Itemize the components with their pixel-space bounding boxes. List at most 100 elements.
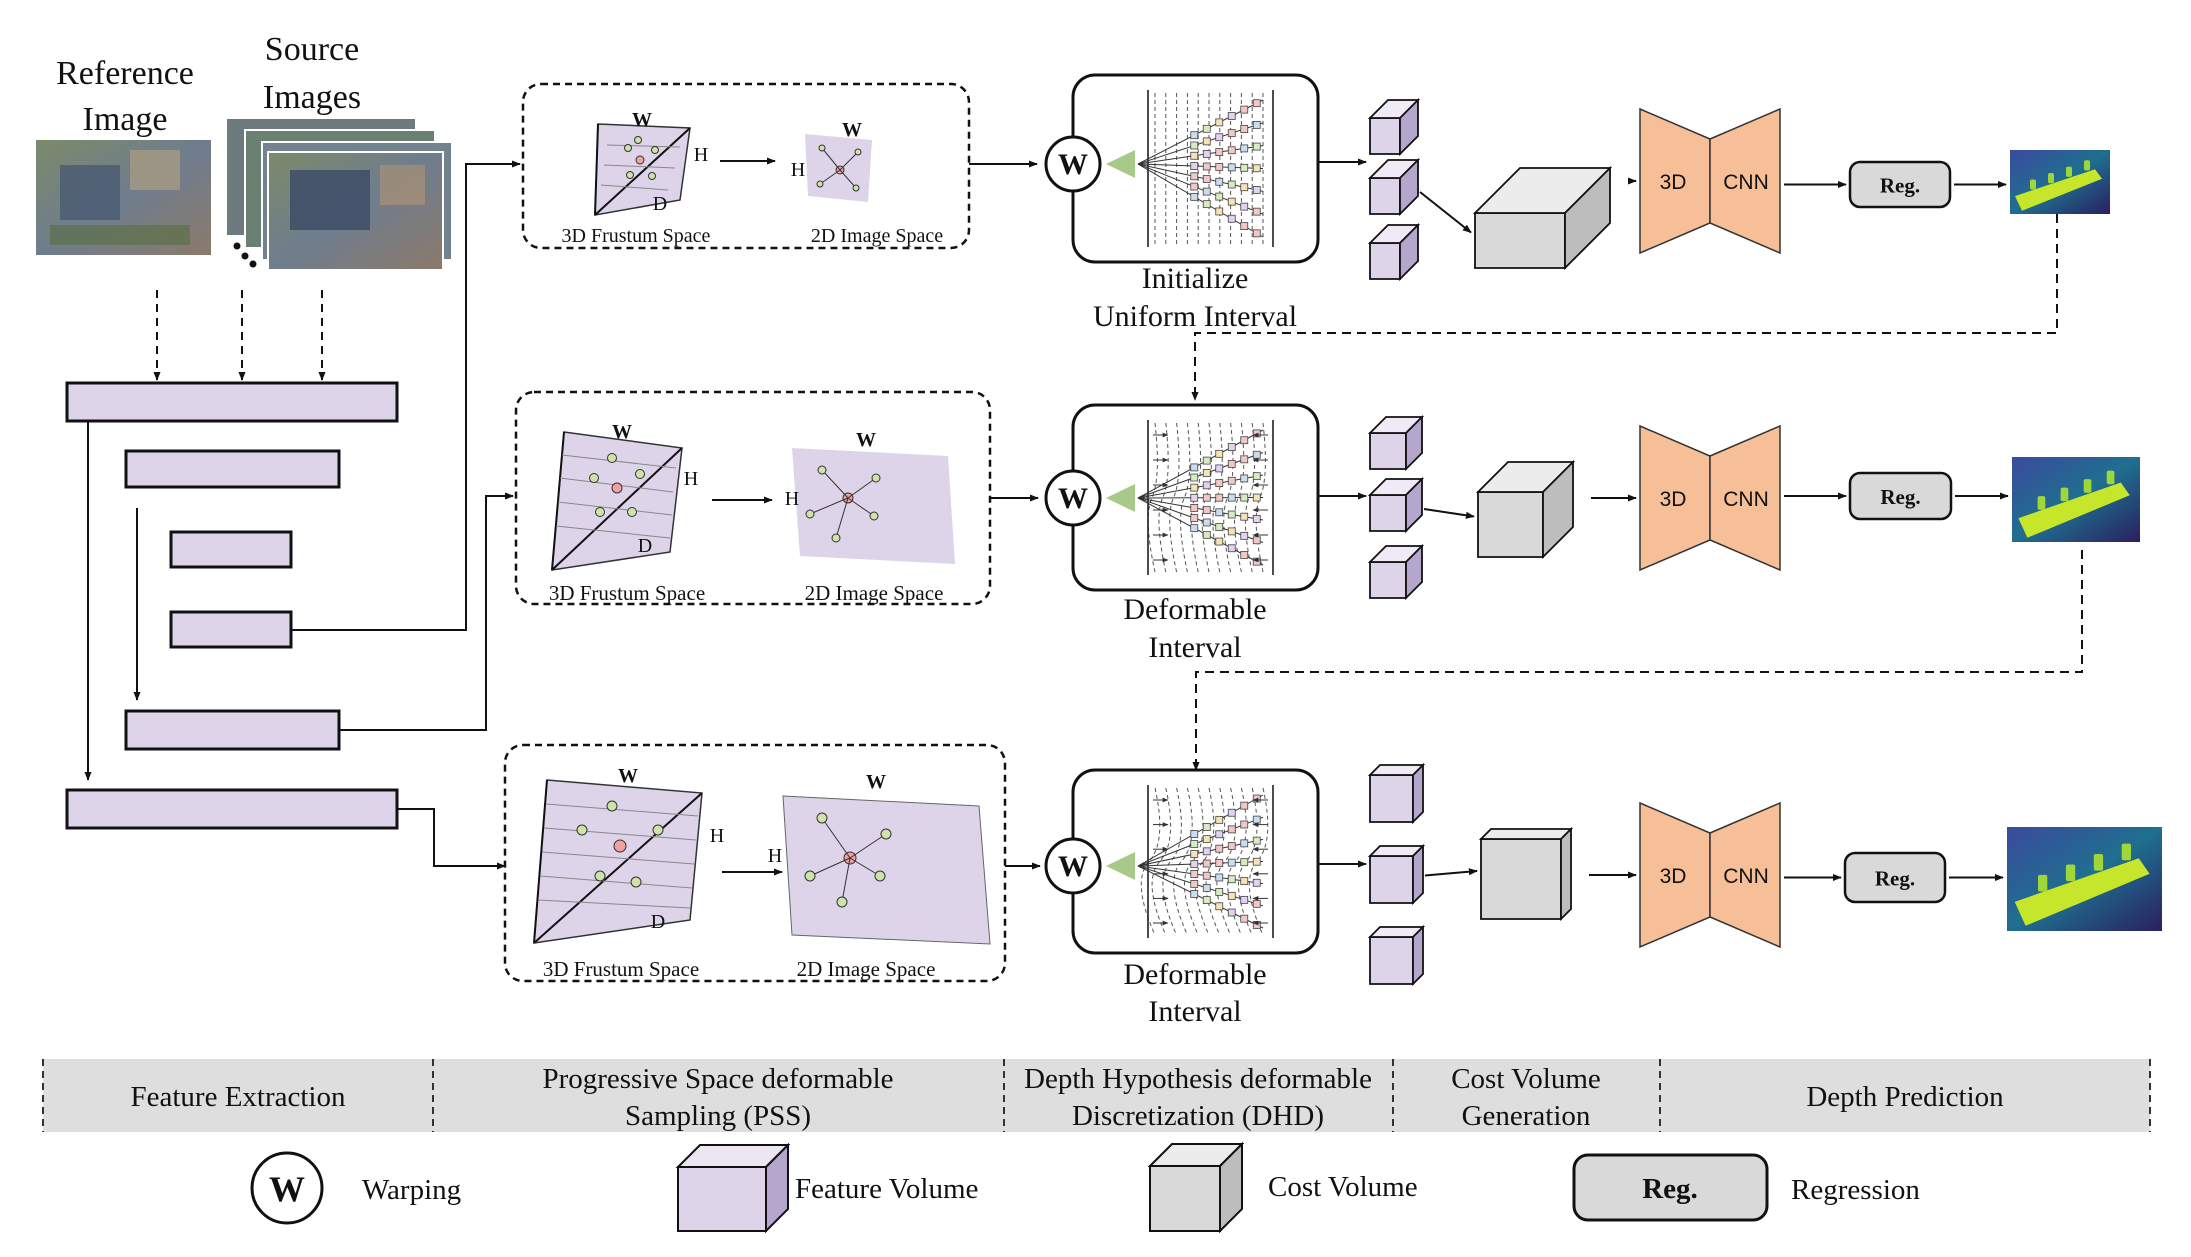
cost-volume xyxy=(1478,826,1574,922)
stage-depth-prediction: Depth Prediction xyxy=(1806,1081,2004,1113)
cnn-label-3d: 3D xyxy=(1660,171,1687,194)
source-label: Source xyxy=(265,31,359,68)
legend-cost-volume-label: Cost Volume xyxy=(1268,1171,1418,1203)
feature-volume xyxy=(1367,843,1426,906)
row-stage-1: W H D W H 3D Frustum Space 2D Image Spac… xyxy=(521,82,1038,250)
feature-volume xyxy=(1367,543,1425,601)
green-arrow xyxy=(1106,484,1135,512)
feature-volume xyxy=(1367,924,1426,987)
pss-box-1 xyxy=(521,82,971,250)
dhd-captions: Initialize Uniform Interval Deformable I… xyxy=(1093,262,1297,1028)
legend-feature-volume-icon xyxy=(675,1142,791,1234)
axis-w: W xyxy=(618,765,638,787)
frustum-space-label: 3D Frustum Space xyxy=(562,225,711,247)
pyramid-connections xyxy=(84,160,521,870)
green-arrow xyxy=(1106,150,1135,178)
3d-cnn: 3D CNN xyxy=(1639,424,1781,572)
depth-map xyxy=(2010,150,2110,214)
img-axis-h: H xyxy=(785,488,799,510)
cnn-label-3d: 3D xyxy=(1660,865,1687,888)
stage-band: Feature Extraction Progressive Space def… xyxy=(42,1059,2151,1132)
axis-w: W xyxy=(632,109,652,131)
axis-d: D xyxy=(653,193,667,215)
reg-box: Reg. xyxy=(1843,851,1947,904)
img-axis-w: W xyxy=(842,119,862,141)
stage-pss-1: Progressive Space deformable xyxy=(542,1063,893,1095)
stage-cost-volume-2: Generation xyxy=(1462,1100,1591,1132)
fpn-level-3 xyxy=(169,530,293,569)
dhd-box-3: W xyxy=(1044,768,1367,955)
fpn-level-5 xyxy=(124,709,341,751)
feature-volume xyxy=(1367,762,1426,825)
feature-volume xyxy=(1367,476,1425,534)
img-axis-w: W xyxy=(856,429,876,451)
image-space-1 xyxy=(805,134,872,202)
dhd-caption-2b: Interval xyxy=(1148,631,1241,664)
img-axis-h: H xyxy=(768,845,782,867)
image-space-2 xyxy=(792,448,955,564)
input-images: Reference Image Source Images xyxy=(36,31,453,381)
stage-feature-extraction: Feature Extraction xyxy=(131,1081,346,1113)
row-stage-3: W H D W H 3D Frustum Space 2D Image Spac… xyxy=(503,743,1041,983)
frustum-3 xyxy=(533,779,703,944)
image-space-3 xyxy=(782,795,991,945)
cnn-label-3d: 3D xyxy=(1660,488,1687,511)
frustum-2 xyxy=(551,431,683,571)
axis-h: H xyxy=(710,825,724,847)
image-space-label: 2D Image Space xyxy=(805,581,944,605)
legend-warp-icon: W xyxy=(250,1151,324,1225)
row-stage-2: W H D W H 3D Frustum Space 2D Image Spac… xyxy=(514,390,1039,606)
fpn-level-2 xyxy=(124,449,341,489)
fpn-level-6 xyxy=(65,788,399,830)
fpn-level-1 xyxy=(65,381,399,423)
feature-volume xyxy=(1367,222,1421,282)
stage-cost-volume-1: Cost Volume xyxy=(1451,1063,1601,1095)
stage-pss-2: Sampling (PSS) xyxy=(625,1100,811,1132)
image-space-label: 2D Image Space xyxy=(797,957,936,981)
axis-w: W xyxy=(612,421,632,443)
dhd-box-2: W xyxy=(1044,403,1367,592)
feature-volume xyxy=(1367,414,1425,472)
warp-icon: W xyxy=(1044,469,1102,527)
reg-label: Reg. xyxy=(1880,485,1920,509)
axis-d: D xyxy=(651,911,665,933)
source-images-stack xyxy=(225,117,453,271)
img-axis-h: H xyxy=(791,159,805,181)
warp-icon: W xyxy=(1044,135,1102,193)
cnn-label-cnn: CNN xyxy=(1723,488,1769,511)
reference-label-2: Image xyxy=(83,101,168,138)
reg-box: Reg. xyxy=(1848,160,1952,209)
green-arrow xyxy=(1106,852,1135,880)
axis-d: D xyxy=(638,535,652,557)
fpn-level-4 xyxy=(169,610,293,649)
legend-feature-volume-label: Feature Volume xyxy=(795,1173,978,1205)
depth-map xyxy=(2007,827,2162,931)
dhd-caption-3a: Deformable xyxy=(1123,958,1266,991)
source-label-2: Images xyxy=(263,79,361,116)
legend-cost-volume-icon xyxy=(1147,1141,1245,1234)
warp-symbol: W xyxy=(1058,482,1088,515)
stage-dhd-2: Discretization (DHD) xyxy=(1072,1100,1324,1132)
dhd-boxes: W W W xyxy=(1044,73,1367,955)
stage-dhd-1: Depth Hypothesis deformable xyxy=(1024,1063,1372,1095)
dhd-caption-3b: Interval xyxy=(1148,995,1241,1028)
img-axis-w: W xyxy=(866,771,886,793)
dhd-caption-1a: Initialize xyxy=(1142,262,1249,295)
legend: W Warping Feature Volume Cost Volume Reg… xyxy=(250,1141,1920,1234)
legend-warp-symbol: W xyxy=(269,1169,305,1209)
cost-volume xyxy=(1472,165,1613,271)
axis-h: H xyxy=(684,468,698,490)
legend-regression-label: Regression xyxy=(1791,1174,1920,1206)
warp-symbol: W xyxy=(1058,850,1088,883)
feature-volume xyxy=(1367,97,1421,157)
warp-symbol: W xyxy=(1058,148,1088,181)
reg-label: Reg. xyxy=(1875,867,1915,891)
dhd-box-1: W xyxy=(1044,73,1367,264)
reg-box: Reg. xyxy=(1848,471,1953,521)
feature-pyramid xyxy=(65,381,399,830)
pipeline-2: 3D CNN Reg. xyxy=(1367,414,2140,601)
